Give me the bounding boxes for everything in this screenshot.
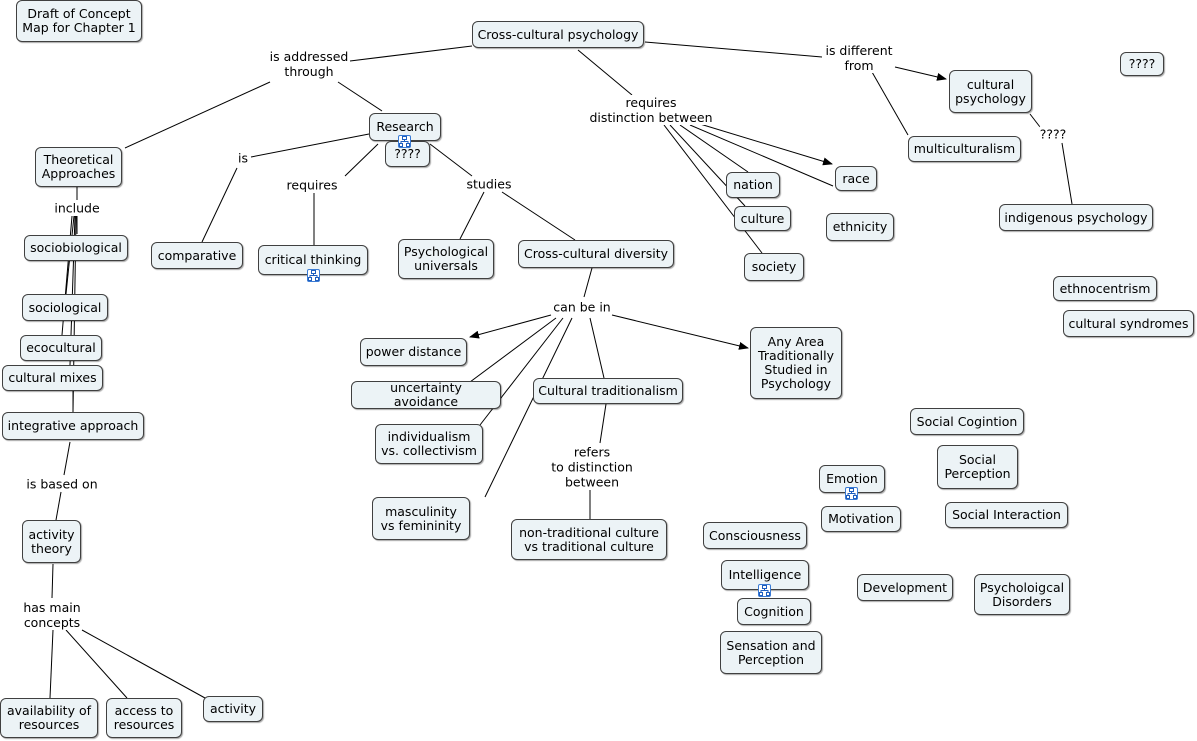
concept-sociological[interactable]: sociological bbox=[22, 294, 108, 321]
link-studies: studies bbox=[466, 176, 512, 192]
concept-uncertainty-avoidance[interactable]: uncertainty avoidance bbox=[351, 381, 501, 409]
concept-any-area-in-psychology[interactable]: Any Area Traditionally Studied in Psycho… bbox=[750, 327, 842, 399]
concept-activity[interactable]: activity bbox=[203, 696, 263, 722]
link-requires-distinction-between: requires distinction between bbox=[589, 95, 713, 125]
link-unknown-placeholder: ???? bbox=[1039, 126, 1067, 142]
concept-social-perception[interactable]: Social Perception bbox=[937, 445, 1018, 489]
link-is-different-from: is different from bbox=[825, 43, 893, 73]
concept-psychological-disorders[interactable]: Psycholoigcal Disorders bbox=[974, 574, 1070, 615]
concept-social-interaction[interactable]: Social Interaction bbox=[945, 502, 1068, 528]
concept-access-to-resources[interactable]: access to resources bbox=[106, 698, 182, 738]
concept-non-traditional-vs-traditional[interactable]: non-traditional culture vs traditional c… bbox=[511, 519, 667, 560]
concept-cross-cultural-diversity[interactable]: Cross-cultural diversity bbox=[518, 240, 674, 268]
concept-sensation-and-perception[interactable]: Sensation and Perception bbox=[720, 631, 822, 674]
concept-draft-title[interactable]: Draft of Concept Map for Chapter 1 bbox=[16, 0, 142, 42]
concept-unknown-placeholder[interactable]: ???? bbox=[1120, 52, 1164, 76]
concept-cultural-traditionalism[interactable]: Cultural traditionalism bbox=[533, 378, 683, 404]
link-refers-to-distinction-between: refers to distinction between bbox=[551, 444, 633, 490]
concept-theoretical-approaches[interactable]: Theoretical Approaches bbox=[35, 147, 122, 187]
submap-link-icon[interactable] bbox=[398, 135, 411, 148]
concept-cross-cultural-psychology[interactable]: Cross-cultural psychology bbox=[472, 21, 644, 48]
concept-consciousness[interactable]: Consciousness bbox=[703, 522, 807, 549]
concept-activity-theory[interactable]: activity theory bbox=[22, 520, 81, 563]
concept-power-distance[interactable]: power distance bbox=[360, 338, 467, 366]
concept-society[interactable]: society bbox=[744, 253, 804, 281]
concept-cultural-syndromes[interactable]: cultural syndromes bbox=[1063, 310, 1194, 337]
concept-ecocultural[interactable]: ecocultural bbox=[20, 335, 102, 361]
concept-psychological-universals[interactable]: Psychological universals bbox=[398, 239, 494, 279]
concept-development[interactable]: Development bbox=[857, 574, 953, 601]
concept-culture[interactable]: culture bbox=[734, 206, 791, 231]
concept-multiculturalism[interactable]: multiculturalism bbox=[908, 136, 1021, 162]
concept-comparative[interactable]: comparative bbox=[151, 242, 243, 269]
concept-ethnicity[interactable]: ethnicity bbox=[826, 213, 894, 241]
concept-social-cognition[interactable]: Social Cogintion bbox=[910, 408, 1024, 435]
concept-individualism-vs-collectivism[interactable]: individualism vs. collectivism bbox=[375, 424, 483, 464]
concept-nation[interactable]: nation bbox=[726, 172, 780, 198]
link-has-main-concepts: has main concepts bbox=[23, 600, 81, 630]
link-is-addressed-through: is addressed through bbox=[269, 49, 349, 79]
link-requires: requires bbox=[286, 177, 338, 193]
concept-cultural-mixes[interactable]: cultural mixes bbox=[2, 365, 103, 391]
concept-cultural-psychology[interactable]: cultural psychology bbox=[949, 70, 1032, 113]
submap-link-icon[interactable] bbox=[845, 487, 858, 500]
concept-indigenous-psychology[interactable]: indigenous psychology bbox=[999, 204, 1153, 231]
concept-masculinity-vs-femininity[interactable]: masculinity vs femininity bbox=[372, 497, 470, 540]
submap-link-icon[interactable] bbox=[758, 584, 771, 597]
concept-cognition[interactable]: Cognition bbox=[737, 598, 811, 625]
concept-motivation[interactable]: Motivation bbox=[821, 506, 901, 532]
link-include: include bbox=[54, 200, 100, 216]
concept-availability-of-resources[interactable]: availability of resources bbox=[0, 698, 98, 738]
concept-sociobiological[interactable]: sociobiological bbox=[24, 235, 128, 261]
submap-link-icon[interactable] bbox=[307, 269, 320, 282]
concept-integrative-approach[interactable]: integrative approach bbox=[2, 412, 144, 440]
link-can-be-in: can be in bbox=[553, 299, 611, 315]
concept-race[interactable]: race bbox=[835, 166, 877, 191]
link-is-based-on: is based on bbox=[26, 476, 98, 492]
concept-ethnocentrism[interactable]: ethnocentrism bbox=[1053, 276, 1157, 301]
link-is: is bbox=[238, 150, 248, 166]
